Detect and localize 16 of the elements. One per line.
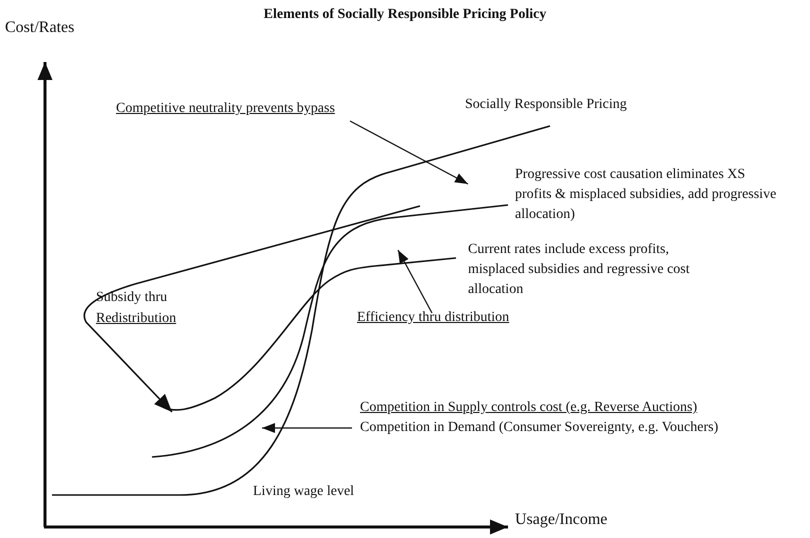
annotation-text: Redistribution (96, 310, 176, 328)
annotation-text: Efficiency thru distribution (357, 309, 510, 327)
curve-label: Socially Responsible Pricing (465, 96, 627, 114)
leader-arrow (262, 423, 352, 433)
annotation-text: Competition in Demand (Consumer Sovereignty, e.g. Vouchers) (360, 419, 718, 437)
annotation-text: Competition in Supply controls cost (e.g. Reverse Auctions) (360, 399, 698, 417)
axis-label: Usage/Income (515, 510, 608, 530)
leader-arrow (350, 120, 468, 185)
title: Elements of Socially Responsible Pricing Policy (262, 6, 548, 24)
curve-label: Current rates include excess profits, misplaced subsidies and regressive cost allocation (468, 241, 691, 299)
annotation-text: Subsidy thru (96, 289, 168, 307)
annotation-text: Competitive neutrality prevents bypass (116, 100, 335, 118)
leader-arrow (397, 250, 433, 314)
curve-label: Progressive cost causation eliminates XS profits & misplaced subsidies, add progressive allocation) (515, 166, 778, 224)
axis-label: Cost/Rates (5, 18, 74, 38)
curve-label: Living wage level (253, 483, 354, 501)
